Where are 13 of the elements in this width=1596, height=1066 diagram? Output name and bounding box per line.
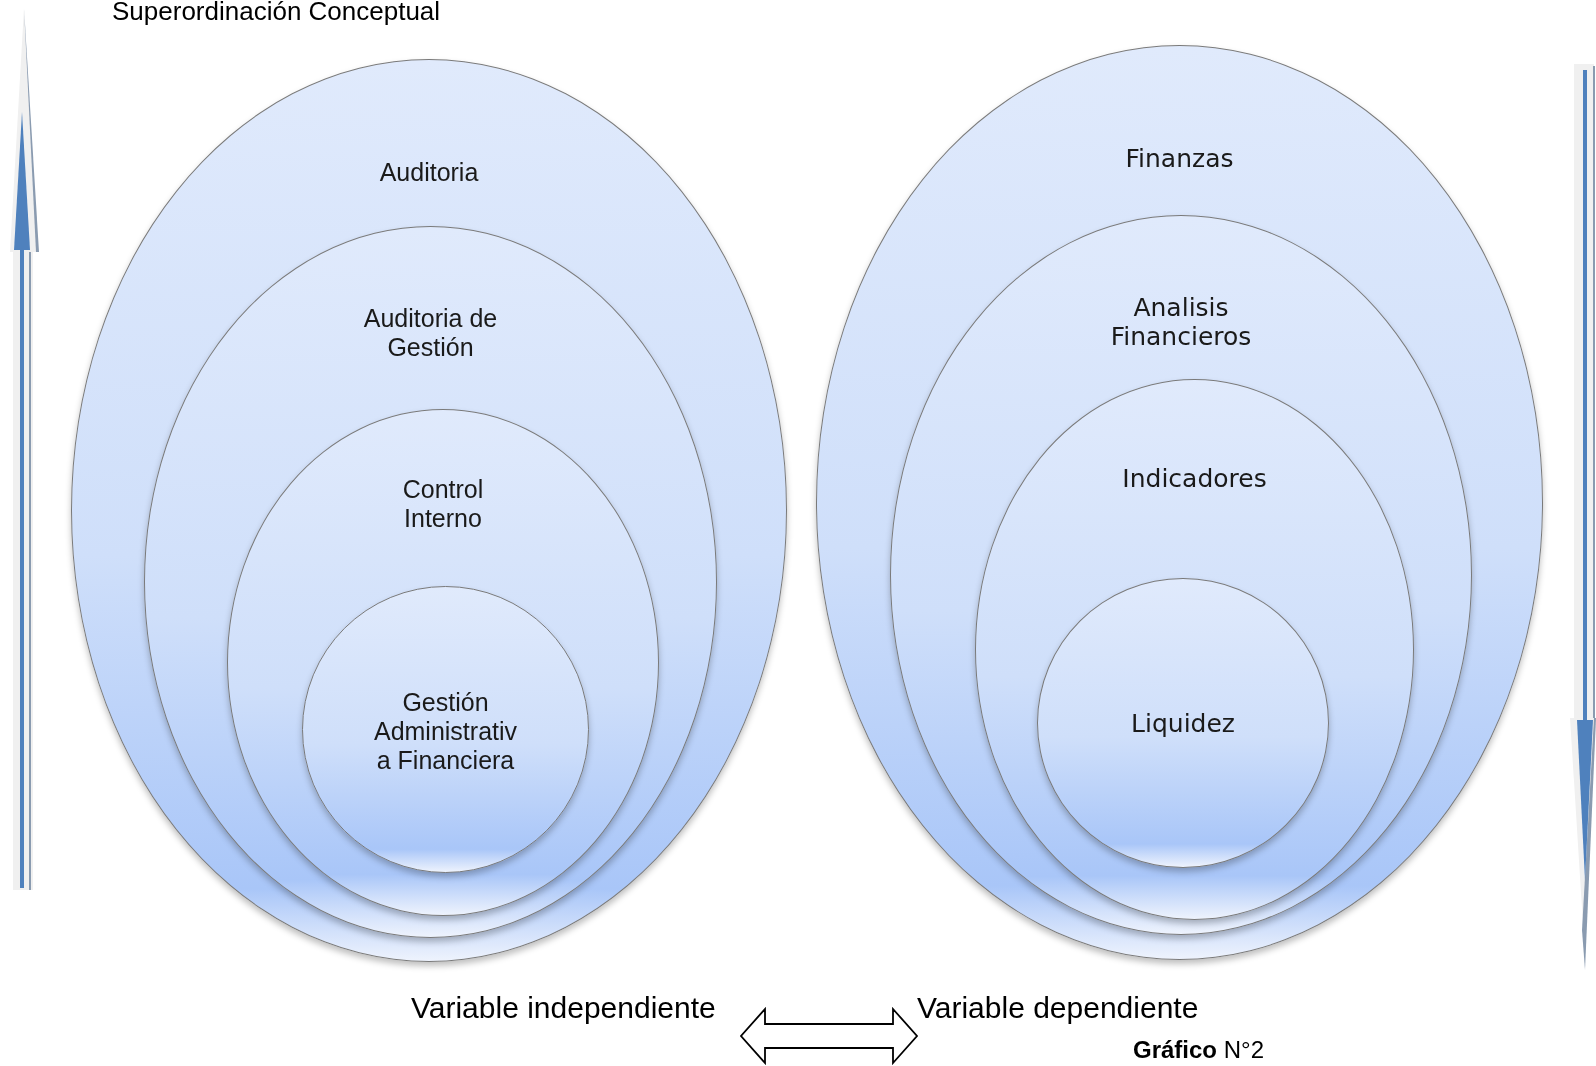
concept-label: Finanzas: [1124, 144, 1235, 174]
concept-label: Analisis Financieros: [1109, 294, 1253, 352]
variable-label: Variable dependiente: [917, 990, 1199, 1026]
double-arrow: [739, 1006, 919, 1066]
diagram-title: Superordinación Conceptual: [112, 0, 441, 27]
concept-label: Indicadores: [1121, 464, 1268, 494]
concept-label: Gestión Administrativ a Financiera: [372, 687, 519, 775]
concept-label: Auditoria de Gestión: [362, 304, 499, 362]
variable-label: Variable independiente: [411, 990, 716, 1026]
figure-caption: Gráfico N°2: [1133, 1036, 1264, 1064]
concept-label: Auditoria: [378, 157, 480, 187]
concept-label: Control Interno: [401, 475, 485, 533]
concept-label: Liquidez: [1130, 709, 1236, 739]
